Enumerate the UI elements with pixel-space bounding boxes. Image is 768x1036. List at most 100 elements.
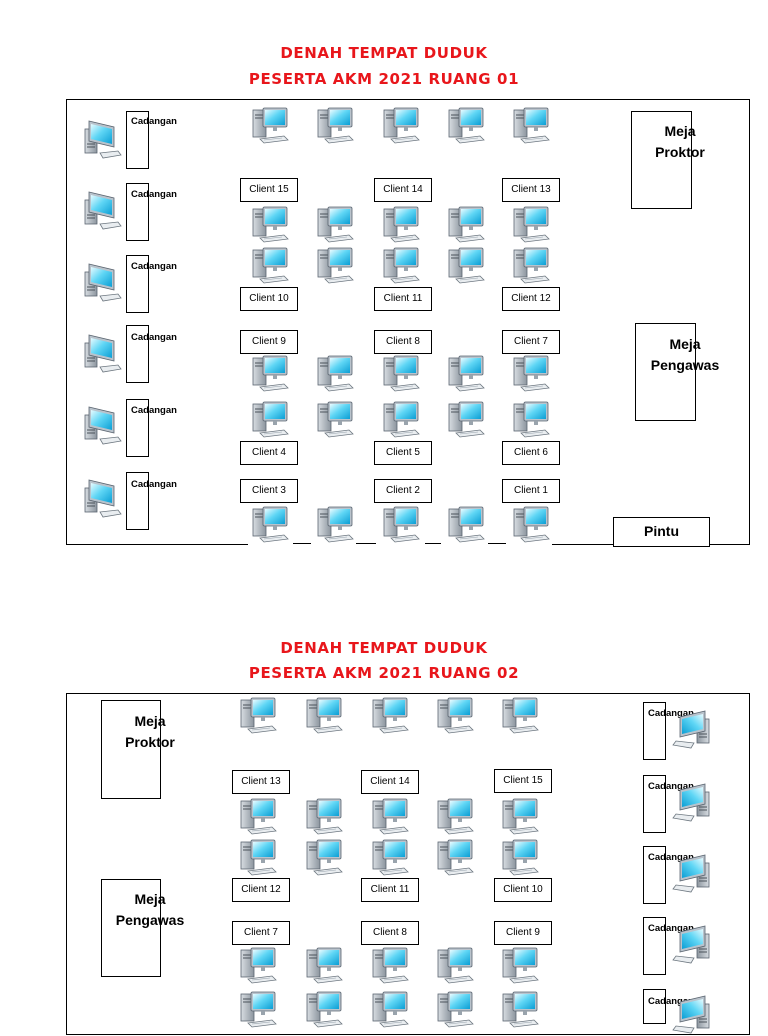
computer-icon xyxy=(306,991,343,1028)
client-label: Client 15 xyxy=(240,178,298,202)
room1-proktor-desk xyxy=(631,111,692,209)
computer-icon xyxy=(84,191,122,230)
computer-icon xyxy=(383,107,420,144)
computer-icon xyxy=(502,839,539,876)
room2-pengawas-label-1: Meja xyxy=(134,891,166,907)
client-label: Client 13 xyxy=(232,770,290,794)
computer-icon xyxy=(502,947,539,984)
room2-title-line2: PESERTA AKM 2021 RUANG 02 xyxy=(248,664,520,682)
computer-icon xyxy=(372,991,409,1028)
computer-icon xyxy=(306,839,343,876)
room2-proktor-label-2: Proktor xyxy=(125,734,175,750)
client-label: Client 14 xyxy=(361,770,419,794)
computer-icon xyxy=(448,247,485,284)
computer-icon xyxy=(317,506,354,543)
room2-cadangan-desk xyxy=(643,846,666,904)
room1-cadangan-desk xyxy=(126,183,149,241)
client-label: Client 7 xyxy=(502,330,560,354)
computer-icon xyxy=(448,355,485,392)
room2-title-line1: DENAH TEMPAT DUDUK xyxy=(280,639,488,657)
client-label: Client 3 xyxy=(240,479,298,503)
room1-pengawas-label-1: Meja xyxy=(669,336,701,352)
room2-floor xyxy=(66,693,750,1035)
client-label: Client 8 xyxy=(361,921,419,945)
room1-cadangan-label: Cadangan xyxy=(131,405,177,416)
room1-door: Pintu xyxy=(613,517,710,547)
computer-icon xyxy=(448,506,485,543)
computer-icon xyxy=(252,206,289,243)
computer-icon xyxy=(437,798,474,835)
computer-icon xyxy=(84,120,122,159)
room2-cadangan-desk xyxy=(643,775,666,833)
computer-icon xyxy=(383,401,420,438)
room1-cadangan-label: Cadangan xyxy=(131,189,177,200)
computer-icon xyxy=(672,710,710,749)
computer-icon xyxy=(513,206,550,243)
computer-icon xyxy=(513,401,550,438)
room1-bottom-gap xyxy=(248,542,552,545)
room2-cadangan-label: Cadangan xyxy=(648,923,694,934)
computer-icon xyxy=(317,107,354,144)
room2-cadangan-desk xyxy=(643,917,666,975)
client-label: Client 5 xyxy=(374,441,432,465)
computer-icon xyxy=(513,355,550,392)
room1-cadangan-desk xyxy=(126,399,149,457)
computer-icon xyxy=(240,947,277,984)
computer-icon xyxy=(240,798,277,835)
computer-icon xyxy=(252,355,289,392)
computer-icon xyxy=(672,995,710,1034)
client-label: Client 12 xyxy=(232,878,290,902)
room1-cadangan-desk xyxy=(126,255,149,313)
computer-icon xyxy=(437,839,474,876)
client-label: Client 9 xyxy=(240,330,298,354)
room2-cadangan-label: Cadangan xyxy=(648,708,694,719)
client-label: Client 9 xyxy=(494,921,552,945)
computer-icon xyxy=(252,247,289,284)
client-label: Client 11 xyxy=(361,878,419,902)
computer-icon xyxy=(372,947,409,984)
computer-icon xyxy=(240,697,277,734)
computer-icon xyxy=(513,107,550,144)
room2-proktor-desk xyxy=(101,700,161,799)
room2-proktor-label-1: Meja xyxy=(134,713,166,729)
computer-icon xyxy=(306,798,343,835)
client-label: Client 2 xyxy=(374,479,432,503)
computer-icon xyxy=(84,406,122,445)
client-label: Client 10 xyxy=(240,287,298,311)
room1-proktor-label-2: Proktor xyxy=(655,144,705,160)
client-label: Client 8 xyxy=(374,330,432,354)
room1-pengawas-label-2: Pengawas xyxy=(650,357,720,373)
computer-icon xyxy=(240,839,277,876)
client-label: Client 12 xyxy=(502,287,560,311)
room1-cadangan-label: Cadangan xyxy=(131,116,177,127)
room2-pengawas-label-2: Pengawas xyxy=(115,912,185,928)
room1-cadangan-label: Cadangan xyxy=(131,332,177,343)
room1-cadangan-label: Cadangan xyxy=(131,479,177,490)
room2-cadangan-label: Cadangan xyxy=(648,852,694,863)
client-label: Client 11 xyxy=(374,287,432,311)
client-label: Client 1 xyxy=(502,479,560,503)
computer-icon xyxy=(448,401,485,438)
computer-icon xyxy=(383,506,420,543)
computer-icon xyxy=(84,479,122,518)
client-label: Client 7 xyxy=(232,921,290,945)
computer-icon xyxy=(317,247,354,284)
computer-icon xyxy=(252,107,289,144)
computer-icon xyxy=(383,355,420,392)
room2-cadangan-desk xyxy=(643,702,666,760)
computer-icon xyxy=(383,206,420,243)
computer-icon xyxy=(240,991,277,1028)
computer-icon xyxy=(372,697,409,734)
computer-icon xyxy=(84,334,122,373)
room1-cadangan-desk xyxy=(126,111,149,169)
room2-cadangan-label: Cadangan xyxy=(648,996,694,1007)
room1-cadangan-label: Cadangan xyxy=(131,261,177,272)
client-label: Client 13 xyxy=(502,178,560,202)
room1-pengawas-desk xyxy=(635,323,696,421)
computer-icon xyxy=(437,697,474,734)
computer-icon xyxy=(513,506,550,543)
computer-icon xyxy=(252,401,289,438)
computer-icon xyxy=(502,798,539,835)
computer-icon xyxy=(448,206,485,243)
room1-title-line1: DENAH TEMPAT DUDUK xyxy=(280,44,488,62)
